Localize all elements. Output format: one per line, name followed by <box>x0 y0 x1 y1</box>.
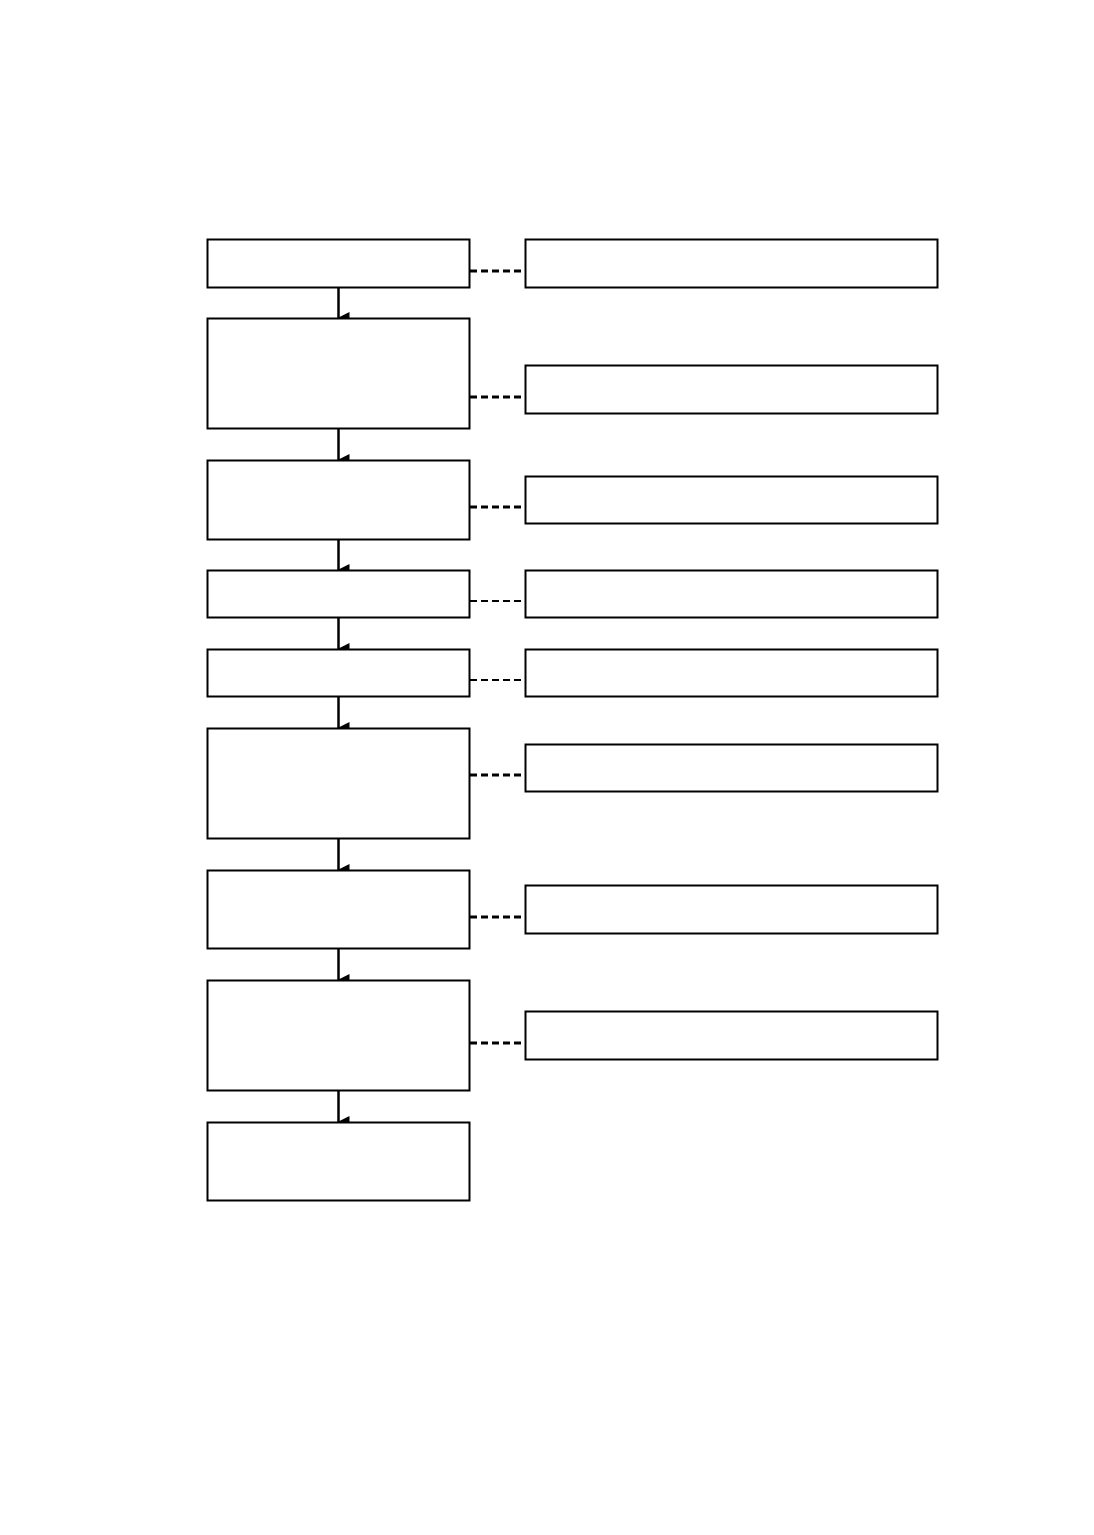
side-note-6-box <box>524 743 939 793</box>
flow-step-4 <box>206 569 471 619</box>
side-note-7-box <box>524 884 939 935</box>
side-note-5 <box>524 648 939 698</box>
side-note-2 <box>524 364 939 415</box>
side-note-1-box <box>524 238 939 289</box>
side-note-4-box <box>524 569 939 619</box>
side-note-3-box <box>524 475 939 525</box>
right-notes-column <box>524 238 939 1061</box>
flow-step-5 <box>206 648 471 698</box>
flow-step-6-box <box>206 727 471 840</box>
flow-step-1 <box>206 238 471 289</box>
flow-step-3-box <box>206 459 471 541</box>
flow-step-9-box <box>206 1121 471 1202</box>
side-note-6 <box>524 743 939 793</box>
side-note-3 <box>524 475 939 525</box>
side-note-4 <box>524 569 939 619</box>
flow-step-3 <box>206 459 471 541</box>
flow-step-2-box <box>206 317 471 430</box>
flow-step-7-box <box>206 869 471 950</box>
flow-step-6 <box>206 727 471 840</box>
side-note-8 <box>524 1010 939 1061</box>
side-note-1 <box>524 238 939 289</box>
flow-step-7 <box>206 869 471 950</box>
left-steps-column <box>206 238 471 1202</box>
side-note-8-box <box>524 1010 939 1061</box>
flow-step-1-box <box>206 238 471 289</box>
side-note-5-box <box>524 648 939 698</box>
side-note-2-box <box>524 364 939 415</box>
flow-step-8-box <box>206 979 471 1092</box>
flow-step-2 <box>206 317 471 430</box>
side-note-7 <box>524 884 939 935</box>
edges-layer <box>337 269 525 1128</box>
flow-step-4-box <box>206 569 471 619</box>
flow-step-9 <box>206 1121 471 1202</box>
flow-step-5-box <box>206 648 471 698</box>
flow-step-8 <box>206 979 471 1092</box>
